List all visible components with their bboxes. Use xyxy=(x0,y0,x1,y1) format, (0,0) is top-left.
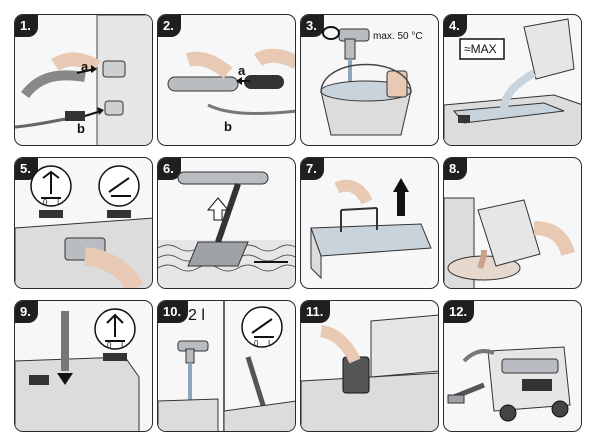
temperature-label: max. 50 °C xyxy=(373,31,423,42)
step-number: 6. xyxy=(158,158,181,180)
switch-mark-on: I xyxy=(57,198,60,207)
illustration-connect-hose xyxy=(15,15,152,145)
step-number: 4. xyxy=(444,15,467,37)
panel-step-1: 1. a b xyxy=(14,14,153,146)
illustration-connect-wand xyxy=(167,48,295,115)
illustration-spray-carpet xyxy=(158,171,295,288)
max-level-label: ≈MAX xyxy=(464,42,497,56)
panel-step-7: 7. xyxy=(300,157,439,289)
step-number: 12. xyxy=(444,301,475,323)
step-number: 3. xyxy=(301,15,324,37)
illustration-rinse-water xyxy=(158,301,295,431)
step-number: 7. xyxy=(301,158,324,180)
illustration-machine-assembled xyxy=(447,346,571,422)
switch-mark-on: I xyxy=(268,339,271,348)
panel-step-2: 2. a b xyxy=(157,14,296,146)
step-number: 10. xyxy=(158,301,189,323)
panel-step-12: 12. xyxy=(443,300,582,432)
illustration-pour-detergent xyxy=(444,197,575,288)
illustration-switch-on xyxy=(15,165,152,288)
panel-step-6: 6. xyxy=(157,157,296,289)
switch-mark-on: I xyxy=(121,341,124,350)
step-number: 8. xyxy=(444,158,467,180)
illustration-remove-tank xyxy=(310,178,432,280)
panel-step-3: 3. max. 50 °C xyxy=(300,14,439,146)
switch-mark-off: 0 xyxy=(43,198,48,207)
step-number: 5. xyxy=(15,158,38,180)
panel-step-5: 5. 0 I xyxy=(14,157,153,289)
panel-step-11: 11. xyxy=(300,300,439,432)
illustration-rinse-hose xyxy=(15,308,140,431)
label-a: a xyxy=(238,63,246,78)
switch-mark-off: 0 xyxy=(254,339,259,348)
panel-step-8: 8. xyxy=(443,157,582,289)
step-number: 2. xyxy=(158,15,181,37)
label-b: b xyxy=(77,121,85,136)
label-b: b xyxy=(224,119,232,134)
illustration-fill-bucket xyxy=(320,26,412,136)
panel-step-4: 4. ≈MAX xyxy=(443,14,582,146)
switch-mark-off: 0 xyxy=(107,341,112,350)
illustration-insert-filter xyxy=(301,314,438,431)
panel-step-10: 10. 2 l 0 I xyxy=(157,300,296,432)
illustration-pour-tank xyxy=(444,18,581,145)
label-a: a xyxy=(81,59,89,74)
step-number: 1. xyxy=(15,15,38,37)
step-number: 11. xyxy=(301,301,331,323)
volume-label: 2 l xyxy=(188,307,205,324)
panel-step-9: 9. 0 I xyxy=(14,300,153,432)
step-number: 9. xyxy=(15,301,38,323)
